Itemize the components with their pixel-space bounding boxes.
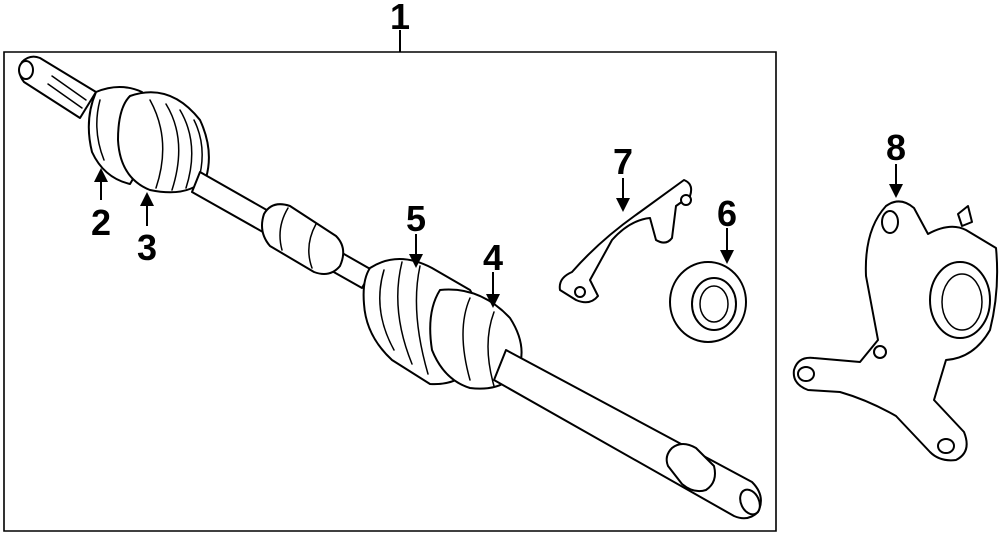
inner-boot-ribs: [149, 99, 203, 191]
bracket-pin: [680, 194, 692, 206]
bracket-body: [558, 179, 693, 304]
damper: [261, 203, 345, 275]
callout-1: 1: [390, 0, 410, 37]
callout-8-arrow: [889, 184, 903, 198]
bearing: [669, 261, 747, 343]
inner-boot: [117, 91, 210, 194]
callout-8: 8: [886, 127, 906, 168]
shaft-collar: [665, 443, 716, 493]
axle-shaft-assembly: [18, 55, 762, 520]
callout-4-arrow: [486, 294, 500, 308]
knuckle-arm-hole: [797, 366, 815, 382]
knuckle-boss: [873, 345, 887, 359]
callout-6-arrow: [720, 250, 734, 264]
callout-3: 3: [137, 227, 157, 268]
callout-5: 5: [406, 198, 426, 239]
stub-splines: [47, 75, 87, 109]
bracket-bolt-hole: [574, 286, 586, 298]
callout-6: 6: [717, 193, 737, 234]
callout-4: 4: [483, 237, 503, 278]
callout-2: 2: [91, 202, 111, 243]
knuckle-lower-hole: [937, 438, 955, 454]
callout-7-arrow: [616, 198, 630, 212]
callout-5-arrow: [409, 254, 423, 268]
knuckle-upper-hole: [881, 210, 899, 234]
outer-shaft-end: [739, 488, 761, 516]
outer-boot-ribs: [379, 261, 429, 375]
outer-stub-shaft: [493, 349, 762, 520]
knuckle-tab: [957, 205, 973, 227]
steering-knuckle: [792, 200, 999, 462]
inner-stub-end: [18, 60, 34, 80]
bearing-inner-race: [691, 277, 737, 331]
bracket: [558, 179, 693, 304]
callout-3-arrow: [140, 192, 154, 206]
callout-2-arrow: [94, 168, 108, 182]
assembly-frame: [3, 51, 777, 532]
callout-7: 7: [613, 141, 633, 182]
